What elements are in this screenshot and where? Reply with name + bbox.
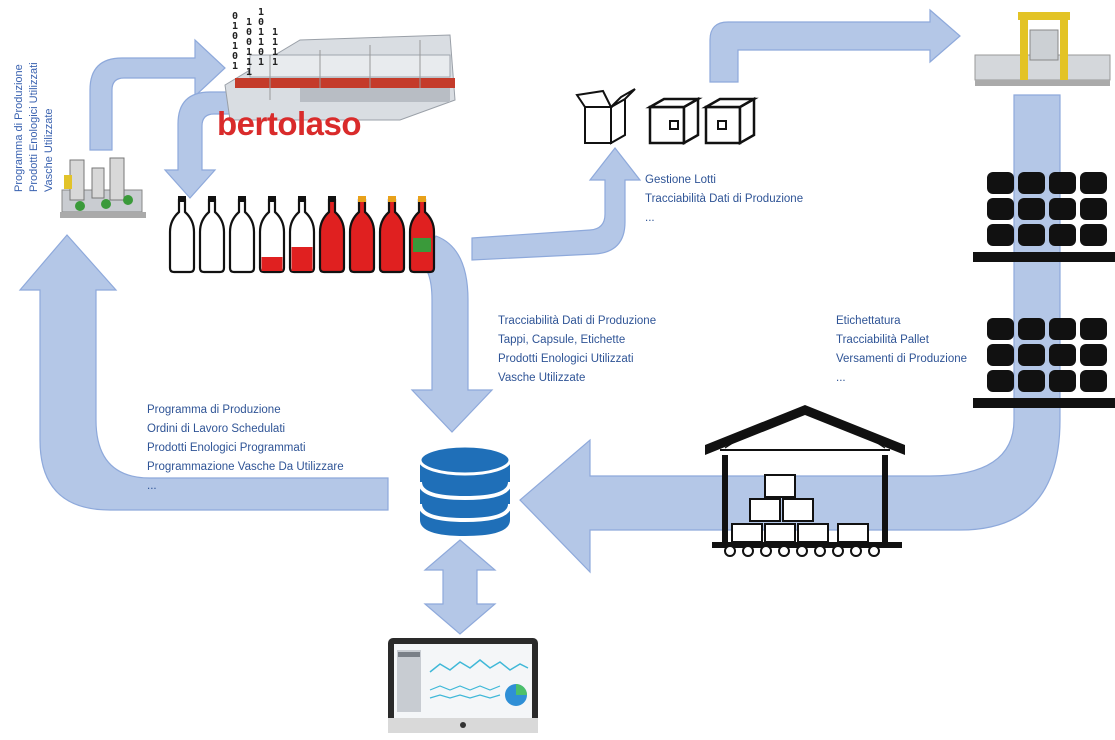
palletizer-icon — [974, 12, 1111, 86]
bertolaso-logo: bertolaso — [217, 105, 362, 142]
pallet-icon — [973, 318, 1115, 408]
pallet-carton — [1080, 172, 1107, 194]
label-line: Versamenti di Produzione — [836, 353, 968, 365]
pallet-base — [973, 252, 1115, 262]
label-line: Etichettatura — [836, 315, 901, 327]
pallet-carton — [1049, 370, 1076, 392]
bottle — [318, 196, 346, 274]
arrow-to-boxes — [471, 147, 642, 261]
bottles-icon — [168, 196, 436, 274]
label-line: Tracciabilità Pallet — [836, 334, 929, 346]
label-line: Prodotti Enologici Utilizzati — [498, 353, 634, 365]
pallet-carton — [987, 318, 1014, 340]
production-program-vertical-label: Programma di Produzione Prodotti Enologi… — [12, 62, 57, 192]
bottle — [378, 196, 406, 274]
binary-stream-decoration: 0 1 0 1 0 1 — [232, 11, 239, 72]
label-line: Ordini di Lavoro Schedulati — [147, 423, 286, 435]
label-line: Prodotti Enologici Utilizzati — [28, 62, 40, 192]
pallet-carton — [1049, 172, 1076, 194]
binary-stream-decoration: 1 1 1 1 — [272, 27, 279, 68]
pallet-carton — [1018, 172, 1045, 194]
database-icon — [418, 444, 512, 536]
filling-machine-icon — [60, 157, 146, 218]
arrow-to-bottles — [163, 91, 236, 199]
label-line: Vasche Utilizzate — [498, 372, 586, 384]
pallet-carton — [987, 370, 1014, 392]
lot-management-label: Gestione Lotti Tracciabilità Dati di Pro… — [645, 171, 803, 228]
label-line: Tracciabilità Dati di Produzione — [498, 315, 657, 327]
pallet-carton — [1018, 318, 1045, 340]
pallet-carton — [1018, 224, 1045, 246]
bottle — [288, 196, 316, 274]
pallet-carton — [1049, 224, 1076, 246]
production-traceability-label: Tracciabilità Dati di Produzione Tappi, … — [498, 312, 656, 388]
label-line: Gestione Lotti — [645, 174, 716, 186]
binary-stream-decoration: 1 0 1 1 0 1 — [258, 7, 265, 68]
label-line: ... — [147, 480, 157, 492]
arrow-to-palletizer — [709, 8, 961, 83]
pallet-carton — [987, 172, 1014, 194]
pallet-carton — [987, 344, 1014, 366]
production-schedule-label: Programma di Produzione Ordini di Lavoro… — [147, 401, 344, 496]
label-line: Programmazione Vasche Da Utilizzare — [147, 461, 344, 473]
label-line: Tracciabilità Dati di Produzione — [645, 193, 804, 205]
arrow-database-to-filling — [18, 234, 389, 511]
bottle — [408, 196, 436, 274]
pallet-icon — [973, 172, 1115, 262]
label-line: Tappi, Capsule, Etichette — [498, 334, 626, 346]
pallet-carton — [1018, 198, 1045, 220]
pallet-carton — [1018, 370, 1045, 392]
labeling-pallet-label: Etichettatura Tracciabilità Pallet Versa… — [836, 312, 967, 388]
pallet-carton — [1080, 224, 1107, 246]
warehouse-icon — [705, 405, 905, 557]
bottle — [168, 196, 196, 274]
label-line: Prodotti Enologici Programmati — [147, 442, 306, 454]
pallet-carton — [1049, 198, 1076, 220]
bottle — [258, 196, 286, 274]
monitor-dashboard-icon — [388, 638, 538, 733]
boxes-icon — [575, 88, 759, 146]
pallet-base — [973, 398, 1115, 408]
pallet-carton — [1049, 344, 1076, 366]
bottling-line-machine-icon — [224, 34, 456, 121]
label-line: Programma di Produzione — [13, 64, 25, 192]
pallet-carton — [1080, 198, 1107, 220]
pallet-carton — [1049, 318, 1076, 340]
pallet-carton — [987, 224, 1014, 246]
arrow-database-monitor — [423, 539, 497, 635]
pallet-carton — [1018, 344, 1045, 366]
pallet-carton — [987, 198, 1014, 220]
binary-stream-decoration: 1 0 0 1 1 1 — [246, 17, 253, 78]
bottle — [198, 196, 226, 274]
label-line: ... — [836, 372, 846, 384]
label-line: Programma di Produzione — [147, 404, 281, 416]
pallet-carton — [1080, 344, 1107, 366]
arrow-to-bertolaso — [89, 38, 226, 151]
pallet-carton — [1080, 318, 1107, 340]
pallet-carton — [1080, 370, 1107, 392]
bottle — [348, 196, 376, 274]
label-line: Vasche Utilizzate — [43, 108, 55, 192]
label-line: ... — [645, 212, 655, 224]
bottle — [228, 196, 256, 274]
